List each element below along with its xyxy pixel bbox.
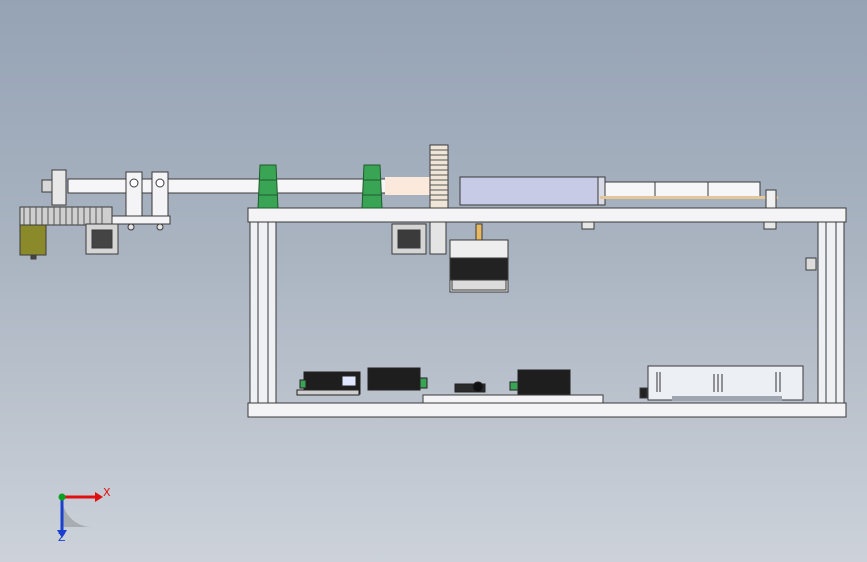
x-axis-label: X bbox=[103, 486, 111, 499]
origin-sphere-icon bbox=[58, 493, 66, 501]
x-axis-arrowhead-icon bbox=[95, 492, 103, 502]
power-supply[interactable] bbox=[639, 365, 804, 401]
machine-frame[interactable] bbox=[247, 207, 847, 418]
nozzle-cone-1[interactable] bbox=[257, 164, 279, 209]
driver-board-3[interactable] bbox=[509, 369, 571, 395]
linear-actuator[interactable] bbox=[459, 176, 778, 209]
nozzle-cone-2[interactable] bbox=[361, 164, 383, 209]
left-drive-assembly[interactable] bbox=[19, 169, 171, 260]
driver-board-1[interactable] bbox=[296, 371, 361, 396]
vertical-gear[interactable] bbox=[429, 144, 449, 255]
z-axis-label: Z bbox=[58, 531, 66, 544]
controller-module[interactable] bbox=[454, 381, 486, 393]
z-axis-arrowhead-icon bbox=[57, 530, 67, 538]
stepper-motor[interactable] bbox=[391, 223, 509, 293]
triad-quadrant bbox=[62, 497, 92, 527]
driver-board-2[interactable] bbox=[367, 367, 428, 391]
